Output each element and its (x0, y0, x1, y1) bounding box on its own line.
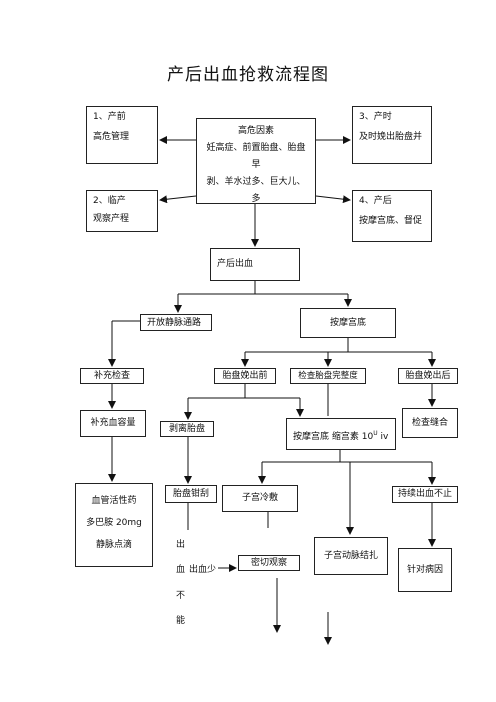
high-risk-line2: 剥、羊水过多、巨大儿、多 (206, 177, 306, 204)
vertical-text-4: 能 (176, 616, 186, 626)
oxytocin-unit-sup: U (373, 430, 378, 437)
vertical-text-2: 血 (176, 565, 186, 575)
cold-label: 子宫冷敷 (241, 493, 278, 503)
check-placenta-box: 检查胎盘完整度 (290, 368, 366, 384)
open-iv-label: 开放静脉通路 (147, 318, 202, 328)
inspect-suture-label: 检查缝合 (411, 418, 448, 428)
ligation-box: 子宫动脉结扎 (314, 537, 388, 575)
oxytocin-route: iv (377, 432, 389, 442)
placenta-after-box: 胎盘娩出后 (398, 368, 458, 384)
cold-box: 子宫冷敷 (222, 485, 298, 512)
vasoactive-line2: 多巴胺 20mg (86, 518, 142, 528)
massage-uterus-box: 按摩宫底 (300, 308, 396, 338)
blood-test-box: 补充检查 (80, 368, 144, 384)
placenta-delivered-box: 胎盘娩出前 (214, 368, 276, 384)
pph-box: 产后出血 (210, 248, 300, 281)
page-title: 产后出血抢救流程图 (167, 65, 329, 85)
intrapartum-box: 2、临产 观察产程 (86, 190, 158, 232)
delivery-line1: 3、产时 (359, 112, 392, 122)
open-iv-box: 开放静脉通路 (140, 314, 212, 331)
cause-box: 针对病因 (398, 548, 452, 592)
manual-label: 胎盘钳刮 (172, 489, 209, 499)
high-risk-box: 高危因素 妊高症、前置胎盘、胎盘早 剥、羊水过多、巨大儿、多 (196, 118, 316, 204)
placenta-delivered-label: 胎盘娩出前 (222, 371, 268, 381)
postpartum-line1: 4、产后 (359, 196, 392, 206)
observe-label: 密切观察 (250, 558, 287, 568)
ligation-label: 子宫动脉结扎 (323, 551, 378, 561)
volume-box: 补充血容量 (80, 410, 146, 437)
massage-oxytocin-label: 按摩宫底 缩宫素 10 (293, 432, 374, 442)
inspect-suture-box: 检查缝合 (402, 408, 458, 438)
delivery-line2: 及时娩出胎盘并 (359, 131, 423, 142)
high-risk-line1: 妊高症、前置胎盘、胎盘早 (206, 143, 306, 171)
massage-oxytocin-box: 按摩宫底 缩宫素 10U iv (286, 418, 396, 450)
vasoactive-box: 血管活性药 多巴胺 20mg 静脉点滴 (75, 483, 153, 567)
observe-box: 密切观察 (238, 555, 300, 571)
manual-box: 胎盘钳刮 (165, 485, 217, 503)
persist-box: 持续出血不止 (392, 486, 458, 503)
antenatal-box: 1、产前 高危管理 (86, 106, 158, 164)
blood-test-label: 补充检查 (93, 371, 130, 381)
bleeding-less-label: 出血少 (189, 565, 217, 575)
antenatal-line1: 1、产前 (93, 112, 126, 122)
antenatal-line2: 高危管理 (93, 131, 130, 142)
pph-label: 产后出血 (217, 259, 254, 269)
high-risk-heading: 高危因素 (237, 126, 274, 136)
vasoactive-line3: 静脉点滴 (95, 540, 132, 550)
vertical-text-1: 出 (176, 540, 186, 550)
intrapartum-line1: 2、临产 (93, 196, 126, 206)
massage-uterus-label: 按摩宫底 (329, 318, 366, 328)
postpartum-line2: 按摩宫底、督促 (359, 215, 423, 226)
vasoactive-line1: 血管活性药 (91, 496, 137, 506)
placenta-after-label: 胎盘娩出后 (405, 371, 451, 381)
vertical-text-3: 不 (176, 591, 186, 601)
check-placenta-label: 检查胎盘完整度 (298, 371, 358, 381)
delivery-box: 3、产时 及时娩出胎盘并 (352, 106, 432, 164)
intrapartum-line2: 观察产程 (93, 213, 130, 224)
placenta-removal-box: 剥离胎盘 (160, 421, 214, 437)
cause-label: 针对病因 (406, 565, 443, 575)
placenta-removal-label: 剥离胎盘 (168, 424, 205, 434)
postpartum-box: 4、产后 按摩宫底、督促 (352, 190, 432, 242)
volume-label: 补充血容量 (90, 418, 136, 428)
persist-label: 持续出血不止 (397, 489, 452, 499)
